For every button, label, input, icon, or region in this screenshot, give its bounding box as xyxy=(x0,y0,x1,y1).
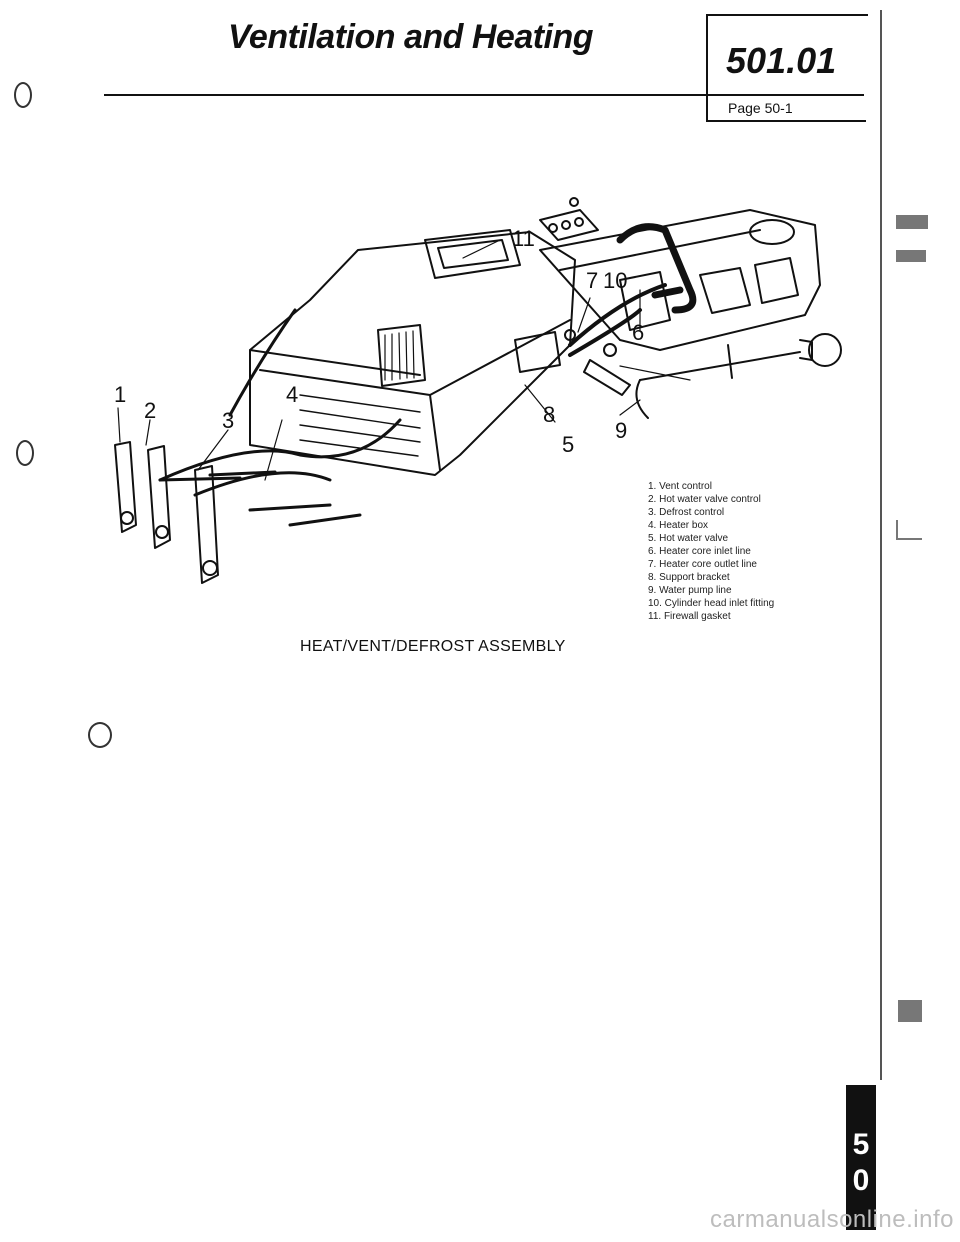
defrost-cable xyxy=(158,418,402,482)
heater-assembly-diagram: 1 2 3 4 5 6 7 8 9 10 11 xyxy=(114,197,842,584)
heater-box xyxy=(249,231,576,476)
scan-mark xyxy=(898,1000,922,1022)
legend-item: 1. Vent control xyxy=(648,481,712,492)
page-number: Page 50-1 xyxy=(728,100,793,116)
valve-cover-fin xyxy=(754,257,799,304)
callout-4: 4 xyxy=(286,382,298,407)
section-tab: 5 0 xyxy=(846,1085,876,1230)
legend-item: 4. Heater box xyxy=(648,520,709,531)
leader-lines xyxy=(117,239,691,481)
callout-11: 11 xyxy=(512,226,535,251)
callout-2: 2 xyxy=(144,398,156,423)
valve-cover-fin xyxy=(619,271,671,331)
fan-grille xyxy=(377,324,426,387)
valve-fitting xyxy=(603,343,617,357)
heater-core-fins xyxy=(299,394,421,457)
gasket-bolt xyxy=(569,197,579,207)
section-tab-digit-1: 5 xyxy=(852,1128,870,1161)
callout-3: 3 xyxy=(222,408,234,433)
heater-core-inlet-line xyxy=(568,283,667,347)
scan-mark xyxy=(896,520,898,540)
air-outlet xyxy=(424,229,521,279)
callout-1: 1 xyxy=(114,382,126,407)
callout-6: 6 xyxy=(632,320,644,345)
valve-cover-edge xyxy=(559,229,761,271)
callout-9: 9 xyxy=(615,418,627,443)
legend-item: 9. Water pump line xyxy=(648,585,732,596)
firewall-gasket xyxy=(539,209,599,241)
pump-bracket xyxy=(727,344,733,379)
callout-8: 8 xyxy=(543,402,555,427)
header-rule xyxy=(104,94,864,96)
valve-cover xyxy=(539,209,821,351)
water-pump-line xyxy=(639,351,801,381)
figure-caption: HEAT/VENT/DEFROST ASSEMBLY xyxy=(300,638,566,655)
page-title: Ventilation and Heating xyxy=(228,18,594,56)
scan-mark xyxy=(896,215,928,229)
legend-item: 7. Heater core outlet line xyxy=(648,559,757,570)
legend-item: 2. Hot water valve control xyxy=(648,494,761,505)
legend-item: 11. Firewall gasket xyxy=(648,611,731,622)
callout-10: 10 xyxy=(603,268,627,293)
scan-mark xyxy=(896,250,926,262)
valve-cover-fin xyxy=(699,267,751,314)
air-outlet-opening xyxy=(437,239,509,269)
section-number: 501.01 xyxy=(726,40,837,81)
section-tab-digit-2: 0 xyxy=(852,1164,870,1197)
heater-box-edge xyxy=(429,319,571,396)
page-number-rule xyxy=(706,120,866,122)
binder-hole-top xyxy=(14,82,32,108)
callout-5: 5 xyxy=(562,432,574,457)
heater-box-lid xyxy=(249,349,421,376)
page-edge xyxy=(880,10,882,1080)
heater-core-outlet-line xyxy=(568,308,642,357)
legend-item: 3. Defrost control xyxy=(648,507,725,518)
coolant-hose xyxy=(616,223,697,314)
callout-7: 7 xyxy=(586,268,598,293)
cable-sheath xyxy=(288,513,362,527)
water-pump-line-bend xyxy=(635,379,649,419)
legend-item: 10. Cylinder head inlet fitting xyxy=(648,598,775,609)
support-bracket xyxy=(583,359,631,396)
legend-item: 8. Support bracket xyxy=(648,572,730,583)
vent-cable xyxy=(228,308,297,417)
legend-item: 6. Heater core inlet line xyxy=(648,546,751,557)
control-lever-2 xyxy=(147,445,171,549)
binder-hole-bottom xyxy=(88,722,112,748)
binder-hole-middle xyxy=(16,440,34,466)
hot-water-valve xyxy=(514,331,561,373)
control-lever-3 xyxy=(194,465,219,584)
section-box xyxy=(706,14,868,122)
watermark: carmanualsonline.info xyxy=(710,1206,954,1233)
scan-mark xyxy=(896,538,922,540)
legend-item: 5. Hot water valve xyxy=(648,533,729,544)
inlet-fitting xyxy=(808,333,842,367)
parts-legend: 1. Vent control 2. Hot water valve contr… xyxy=(648,480,774,623)
fitting-body xyxy=(799,339,813,361)
control-lever-1 xyxy=(114,441,137,533)
filler-cap xyxy=(749,219,795,245)
